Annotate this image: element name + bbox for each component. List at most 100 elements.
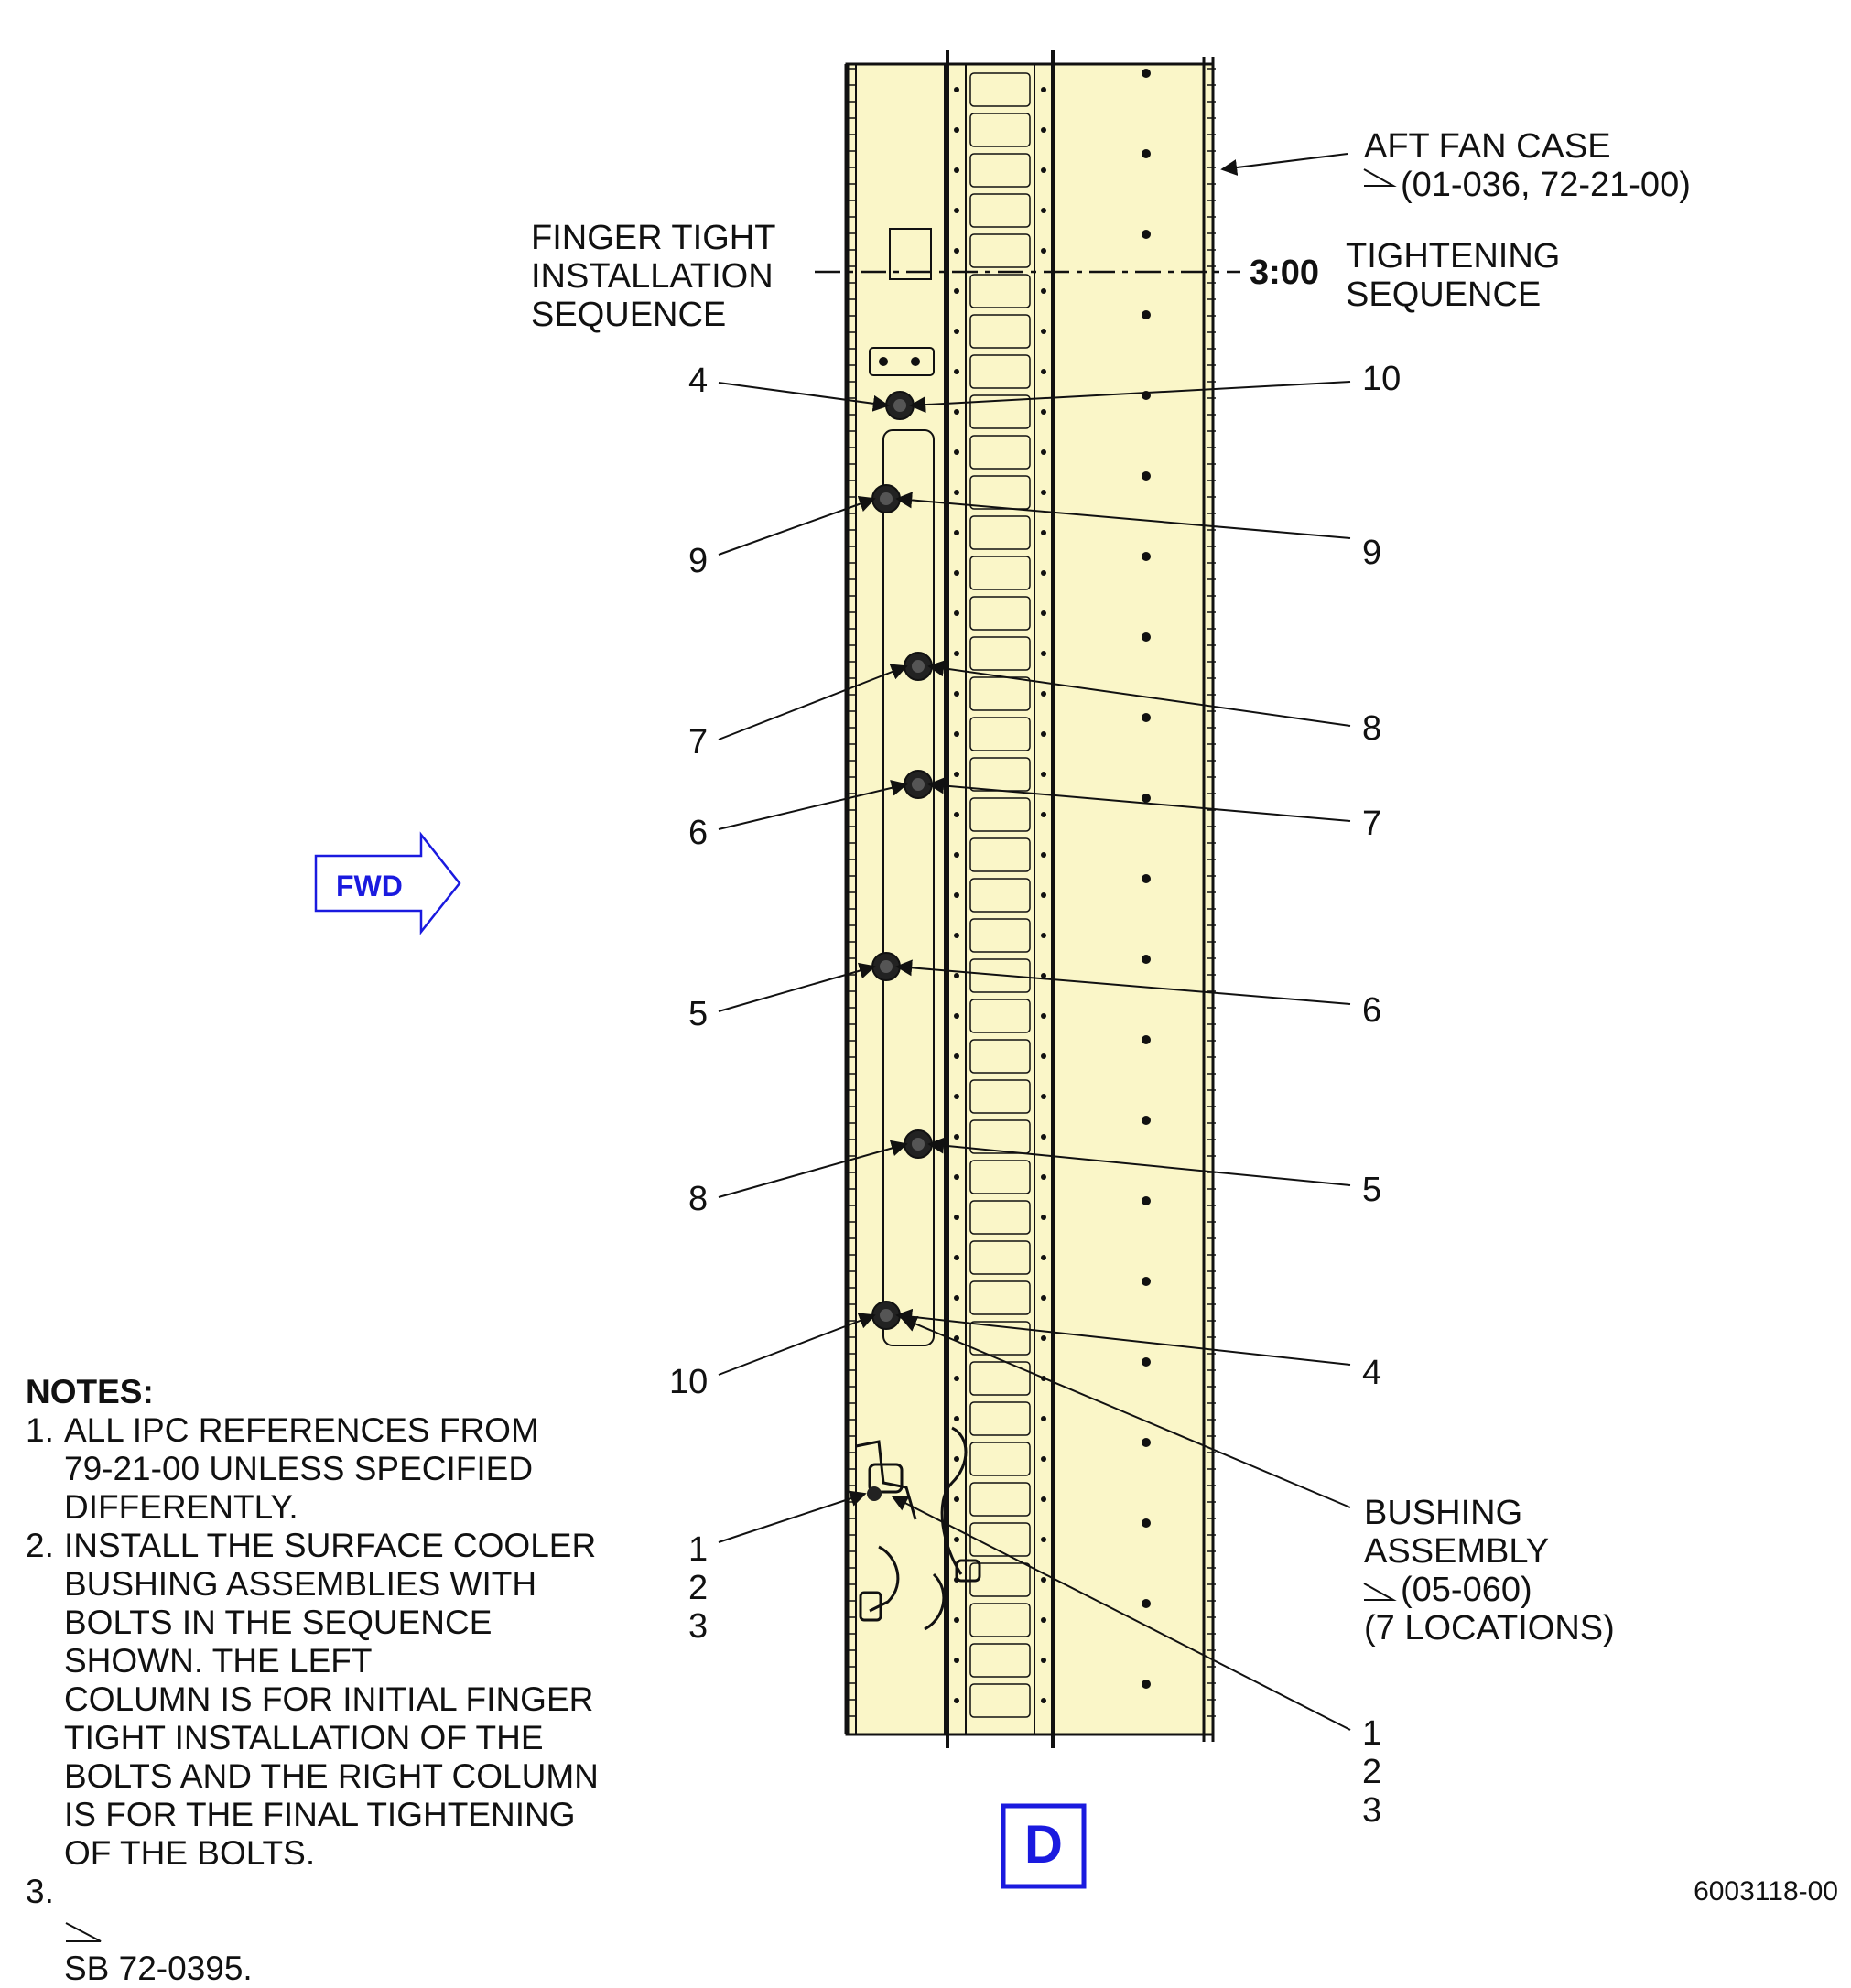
aft-fan-case-callout: AFT FAN CASE (01-036, 72-21-00) — [1363, 127, 1691, 204]
fin-hole — [954, 772, 959, 777]
finger-tight-label-3: SEQUENCE — [531, 296, 726, 334]
fin-hole — [954, 570, 959, 576]
fin-cell — [969, 1079, 1031, 1114]
right-seq-number: 2 — [1362, 1753, 1381, 1791]
fin-cell — [969, 1401, 1031, 1436]
fin-hole — [1041, 570, 1046, 576]
right-leaders — [891, 153, 1351, 1731]
fin-hole — [1041, 288, 1046, 294]
fin-hole — [1041, 1295, 1046, 1301]
right-seq-number: 10 — [1362, 360, 1401, 398]
rivet-dot — [1142, 713, 1151, 722]
fin-hole — [1041, 329, 1046, 334]
fin-hole — [954, 1094, 959, 1099]
rivet-dot — [1142, 632, 1151, 642]
fin-hole — [954, 1698, 959, 1703]
fin-hole — [954, 127, 959, 133]
fin-hole — [1041, 892, 1046, 898]
fin-cell — [969, 314, 1031, 349]
rivet-dot — [1142, 1438, 1151, 1447]
fin-cell — [969, 958, 1031, 993]
fin-hole — [1041, 248, 1046, 254]
fin-cell — [969, 878, 1031, 913]
drawing-number: 6003118-00 — [1694, 1876, 1838, 1907]
rivet-dot — [1142, 471, 1151, 481]
fin-hole — [954, 852, 959, 858]
fin-hole — [1041, 852, 1046, 858]
fin-hole — [954, 1174, 959, 1180]
note-flag-icon — [1363, 1583, 1397, 1601]
left-seq-number: 9 — [688, 542, 708, 580]
fin-cell — [969, 1039, 1031, 1074]
note-item: 3. SB 72-0395. — [26, 1873, 648, 1988]
rivet-dot — [1142, 1518, 1151, 1528]
fin-hole — [1041, 651, 1046, 656]
rivet-dot — [1142, 1196, 1151, 1205]
rivet-dot — [1142, 69, 1151, 78]
note-number: 3. — [26, 1873, 54, 1910]
note-3-text: SB 72-0395. — [64, 1950, 253, 1987]
bushing-bolts — [867, 391, 933, 1501]
fin-cell — [969, 1522, 1031, 1557]
bolt-head — [867, 1486, 882, 1501]
fin-hole — [954, 1416, 959, 1421]
left-seq-number: 10 — [669, 1363, 708, 1401]
fin-cell — [969, 72, 1031, 107]
note-number: 2. — [26, 1527, 54, 1564]
rivet-dot — [1142, 874, 1151, 883]
left-seq-number: 8 — [688, 1180, 708, 1218]
note-flag-icon — [65, 1922, 102, 1942]
fin-hole — [1041, 409, 1046, 415]
fin-cell — [969, 515, 1031, 550]
left-sequence-column: 4 9 7 6 5 8 10 1 2 3 — [669, 362, 708, 1646]
right-seq-number: 7 — [1362, 805, 1381, 843]
note-flag-icon — [1363, 168, 1397, 187]
finger-tight-label-1: FINGER TIGHT — [531, 219, 775, 257]
left-seq-number: 2 — [688, 1569, 708, 1607]
view-d-marker: D — [1001, 1803, 1087, 1889]
fin-hole — [954, 329, 959, 334]
flange-serrations — [847, 68, 1216, 1717]
fin-hole — [1041, 1094, 1046, 1099]
bolt-center — [893, 399, 906, 412]
notes-title: NOTES: — [26, 1373, 154, 1410]
fin-hole — [1041, 772, 1046, 777]
rivet-dot — [1142, 1035, 1151, 1044]
fin-hole — [954, 1496, 959, 1502]
fin-hole — [1041, 167, 1046, 173]
fin-hole — [954, 288, 959, 294]
note-item: 1. ALL IPC REFERENCES FROM 79-21-00 UNLE… — [26, 1411, 648, 1527]
fin-hole — [954, 1013, 959, 1019]
fin-hole — [1041, 1658, 1046, 1663]
rivet-dot — [1142, 1116, 1151, 1125]
fin-cell — [969, 1361, 1031, 1396]
bolt-center — [912, 1138, 925, 1151]
note-number: 1. — [26, 1411, 54, 1449]
fin-cell — [969, 193, 1031, 228]
rivet-dot — [1142, 1277, 1151, 1286]
fin-hole — [1041, 87, 1046, 92]
left-seq-number: 1 — [688, 1530, 708, 1569]
rivet-dot — [1142, 794, 1151, 803]
fin-hole — [1041, 490, 1046, 495]
fin-cell — [969, 1442, 1031, 1476]
fin-hole — [954, 167, 959, 173]
bushing-ref: (05-060) — [1401, 1571, 1532, 1609]
fin-hole — [954, 369, 959, 374]
fin-hole — [1041, 1537, 1046, 1542]
fin-cell — [969, 113, 1031, 147]
fin-hole — [1041, 1617, 1046, 1623]
fin-hole — [1041, 1416, 1046, 1421]
fin-hole — [954, 610, 959, 616]
fin-hole — [954, 691, 959, 697]
fin-cell — [969, 1321, 1031, 1356]
fin-hole — [1041, 1053, 1046, 1059]
fin-cell — [969, 1603, 1031, 1637]
fin-cell — [969, 1119, 1031, 1154]
right-seq-number: 5 — [1362, 1171, 1381, 1209]
fin-hole — [954, 1335, 959, 1341]
rivet-dot — [1142, 1680, 1151, 1689]
fin-hole — [954, 409, 959, 415]
fin-hole — [954, 1617, 959, 1623]
left-leaders — [718, 382, 908, 1543]
